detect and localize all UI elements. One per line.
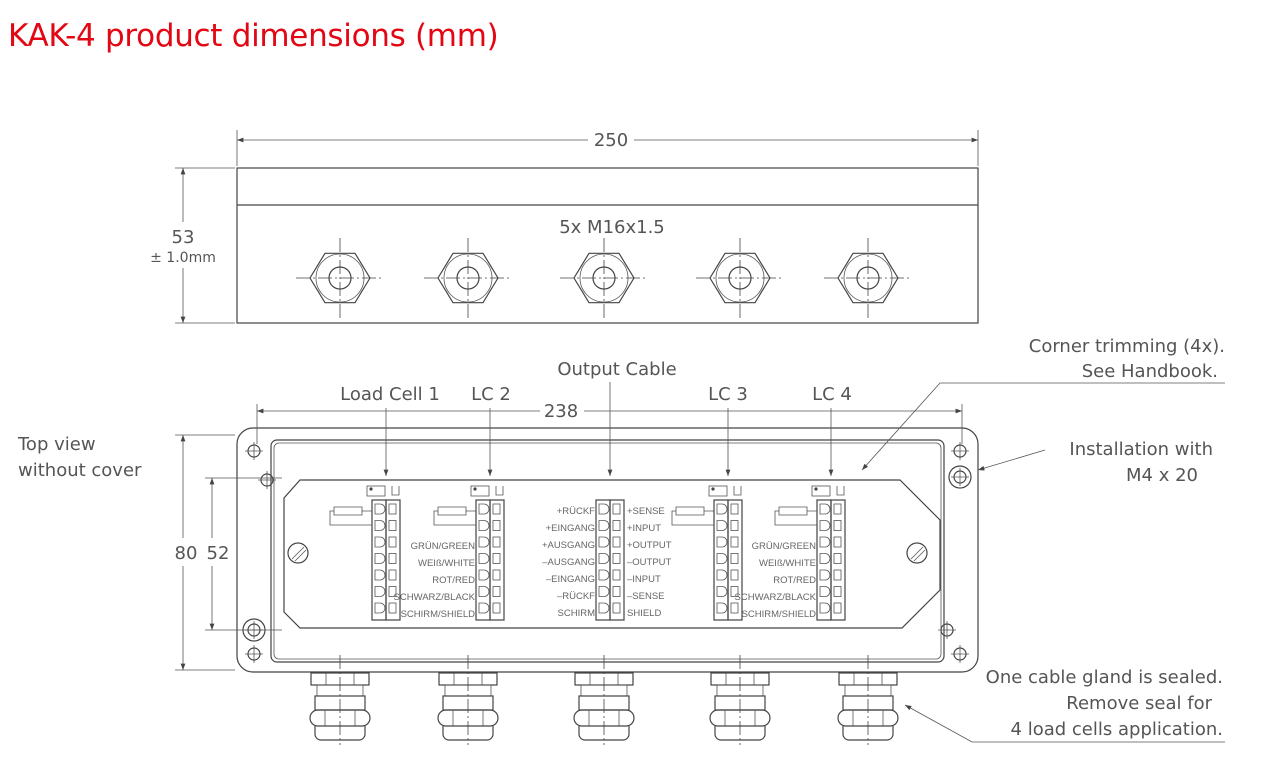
output-label-en: –INPUT (627, 574, 661, 585)
resistor-icon (433, 506, 476, 526)
cable-gland-icon (709, 655, 771, 745)
wire-label: SCHIRM/SHIELD (401, 609, 476, 620)
corner-note-1: Corner trimming (4x). (1029, 336, 1225, 357)
output-label-en: –SENSE (627, 591, 665, 602)
output-label-de: –AUSGANG (542, 557, 595, 568)
hex-nut-icon (560, 238, 648, 318)
cable-gland-icon (573, 655, 635, 745)
output-label-de: +EINGANG (546, 523, 595, 534)
wire-label: WEIß/WHITE (418, 558, 475, 569)
connector-label-output: Output Cable (557, 359, 676, 380)
output-label-de: SCHIRM (558, 608, 596, 619)
side-view-body (236, 167, 979, 324)
wire-label: WEIß/WHITE (759, 558, 816, 569)
resistor-icon (671, 506, 714, 526)
screw-hole-icon (938, 621, 956, 639)
side-height-dim: 53 (172, 227, 195, 248)
top-view-caption-2: without cover (18, 460, 142, 481)
resistor-icon (774, 506, 817, 526)
cable-gland-icon (437, 655, 499, 745)
wire-label: GRÜN/GREEN (411, 541, 476, 552)
wire-label: SCHWARZ/BLACK (394, 592, 476, 603)
wire-label: ROT/RED (432, 575, 475, 586)
screw-hole-icon (951, 442, 969, 460)
output-label-de: +RÜCKF (557, 506, 595, 517)
output-label-en: +SENSE (627, 506, 665, 517)
enclosure-outline (236, 427, 979, 673)
wire-label: ROT/RED (773, 575, 816, 586)
screw-hole-icon (258, 471, 276, 489)
screw-hole-icon (245, 645, 263, 663)
terminal-block-lc3 (671, 408, 743, 621)
wire-label: SCHWARZ/BLACK (735, 592, 817, 603)
output-label-en: +OUTPUT (627, 540, 672, 551)
top-inner-height-dim: 52 (207, 543, 230, 564)
terminal-block-output: +RÜCKF +EINGANG +AUSGANG –AUSGANG –EINGANG –R… (542, 382, 672, 621)
connector-label-lc1: Load Cell 1 (340, 384, 440, 405)
output-label-en: +INPUT (627, 523, 661, 534)
page-title: KAK-4 product dimensions (mm) (8, 18, 499, 54)
thread-label: 5x M16x1.5 (559, 217, 665, 238)
output-label-de: –RÜCKF (557, 591, 595, 602)
resistor-icon (329, 506, 372, 526)
terminal-block-lc1 (329, 408, 401, 621)
screw-hole-icon (948, 465, 972, 489)
gland-note-1: One cable gland is sealed. (986, 667, 1223, 688)
gland-note-2: Remove seal for (1066, 693, 1212, 714)
cable-gland-icon (309, 655, 371, 745)
hex-nut-icon (824, 238, 912, 318)
cable-gland-icon (837, 655, 899, 745)
connector-label-lc4: LC 4 (812, 384, 852, 405)
top-view: Top view without cover 238 80 52 GRÜN/GR… (17, 359, 979, 745)
side-view: 250 53 ± 1.0mm 5x M16x1.5 (150, 130, 979, 324)
screw-hole-icon (242, 618, 266, 642)
output-label-en: –OUTPUT (627, 557, 672, 568)
top-view-caption-1: Top view (17, 434, 96, 455)
output-label-en: SHIELD (627, 608, 661, 619)
side-width-dim: 250 (594, 130, 628, 151)
plate-screw-icon (906, 542, 928, 564)
terminal-block-lc4: GRÜN/GREEN WEIß/WHITE ROT/RED SCHWARZ/BLACK… (735, 408, 846, 621)
output-label-de: +AUSGANG (542, 540, 595, 551)
wire-label: GRÜN/GREEN (752, 541, 817, 552)
hex-nut-icon (296, 238, 384, 318)
connector-label-lc3: LC 3 (708, 384, 748, 405)
output-label-de: –EINGANG (546, 574, 595, 585)
mounting-plate (283, 479, 941, 629)
plate-screw-icon (287, 542, 309, 564)
enclosure-inner (270, 439, 945, 663)
hex-nut-icon (424, 238, 512, 318)
wire-label: SCHIRM/SHIELD (742, 609, 817, 620)
annotations: Corner trimming (4x). See Handbook. Inst… (861, 336, 1225, 743)
install-note-1: Installation with (1069, 439, 1213, 460)
corner-note-2: See Handbook. (1082, 361, 1218, 382)
side-height-tolerance: ± 1.0mm (150, 250, 216, 266)
top-width-dim: 238 (544, 401, 578, 422)
terminal-block-lc2: GRÜN/GREEN WEIß/WHITE ROT/RED SCHWARZ/BLACK… (394, 408, 505, 621)
screw-hole-icon (951, 645, 969, 663)
top-outer-height-dim: 80 (175, 543, 198, 564)
hex-nut-icon (696, 238, 784, 318)
screw-hole-icon (245, 442, 263, 460)
gland-note-3: 4 load cells application. (1011, 719, 1223, 740)
connector-label-lc2: LC 2 (471, 384, 511, 405)
install-note-2: M4 x 20 (1126, 465, 1198, 486)
